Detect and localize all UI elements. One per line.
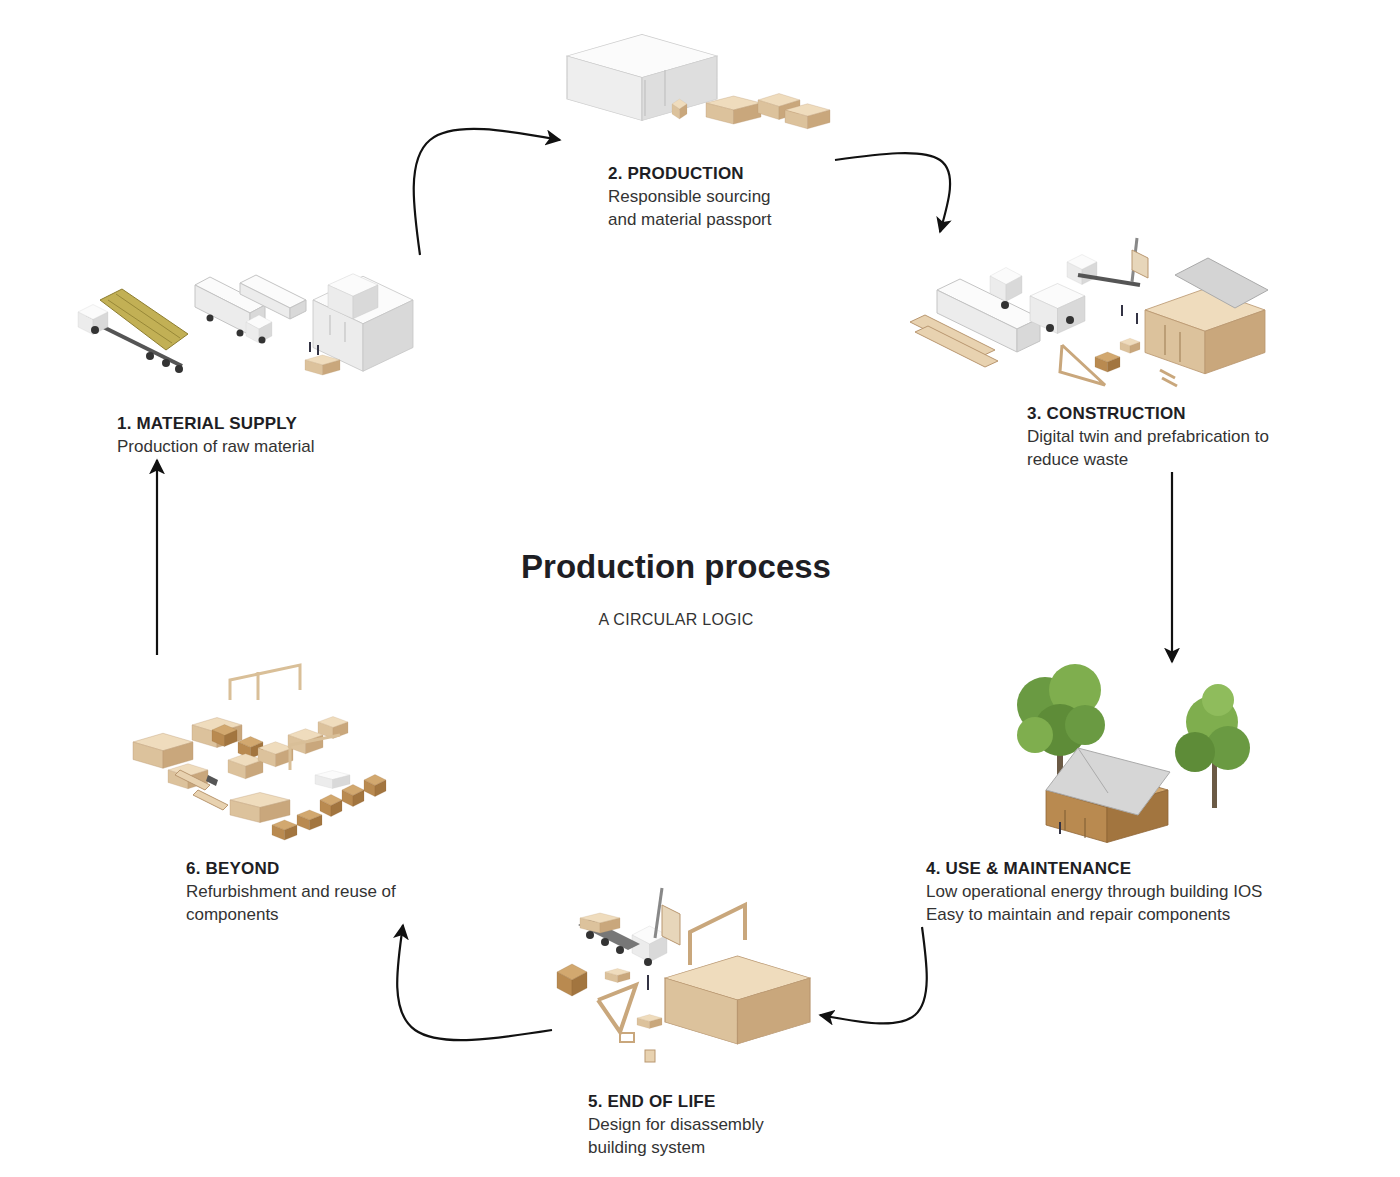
stage-description: Refurbishment and reuse of components (186, 880, 408, 926)
factory-building (328, 274, 378, 319)
production-illustration (567, 35, 830, 129)
stage-text: 4. USE & MAINTENANCELow operational ener… (926, 857, 1298, 926)
truck-cab (246, 315, 272, 343)
stage-node: 3. CONSTRUCTIONDigital twin and prefabri… (905, 232, 1280, 472)
construction-illustration (910, 238, 1268, 386)
truck-trailer (1030, 284, 1085, 334)
stage-heading: 6. BEYOND (186, 857, 408, 880)
stage-text: 2. PRODUCTIONResponsible sourcing and ma… (608, 162, 803, 231)
cycle-arrow (156, 460, 158, 655)
insulation-panel (315, 771, 350, 789)
stage-heading: 2. PRODUCTION (608, 162, 803, 185)
truck-cab (1067, 255, 1097, 285)
cycle-arrow (397, 925, 552, 1040)
timber-panel (580, 913, 620, 933)
stage-node: 5. END OF LIFEDesign for disassembly bui… (552, 882, 820, 1157)
cycle-arrow (820, 927, 927, 1023)
stage-heading: 5. END OF LIFE (588, 1090, 793, 1113)
stage-text: 1. MATERIAL SUPPLYProduction of raw mate… (117, 412, 377, 458)
wood-stack (672, 99, 687, 119)
wall-frame (690, 905, 745, 965)
wood-box (557, 964, 587, 996)
timber-house (665, 956, 810, 1044)
tree-trunk (1212, 760, 1217, 808)
timber-panel (133, 733, 193, 768)
beyond-illustration (133, 665, 386, 840)
diagram-caption: A CIRCULAR LOGIC (426, 609, 926, 631)
use-illustration (1017, 664, 1250, 843)
timber-panel (192, 718, 242, 748)
truck-cab (990, 268, 1022, 302)
timber-panel (785, 104, 830, 129)
timber-panel (706, 96, 761, 124)
stage-text: 6. BEYONDRefurbishment and reuse of comp… (186, 857, 408, 926)
cycle-arrow (835, 153, 950, 232)
stage-description: Design for disassembly building system (588, 1113, 793, 1159)
wood-box (1095, 352, 1120, 372)
stage-node: 4. USE & MAINTENANCELow operational ener… (922, 662, 1297, 927)
stage-heading: 3. CONSTRUCTION (1027, 402, 1289, 425)
stage-node: 2. PRODUCTIONResponsible sourcing and ma… (560, 15, 835, 230)
roof (1175, 258, 1268, 308)
stage-description: Digital twin and prefabrication to reduc… (1027, 425, 1289, 471)
log-bundle (100, 289, 188, 350)
stage-node: 6. BEYONDRefurbishment and reuse of comp… (128, 655, 403, 925)
stage-description: Responsible sourcing and material passpo… (608, 185, 803, 231)
stage-heading: 4. USE & MAINTENANCE (926, 857, 1298, 880)
stage-text: 3. CONSTRUCTIONDigital twin and prefabri… (1027, 402, 1289, 471)
end-of-life-illustration (557, 888, 810, 1062)
diagram-title: Production process (426, 545, 926, 589)
stage-node: 1. MATERIAL SUPPLYProduction of raw mate… (75, 255, 420, 460)
truss (598, 985, 636, 1032)
crane-arm (655, 888, 662, 938)
truck-cab (78, 305, 108, 335)
stage-heading: 1. MATERIAL SUPPLY (117, 412, 377, 435)
warehouse (567, 35, 717, 121)
pallet (305, 355, 340, 375)
roof (1046, 748, 1170, 815)
stage-description: Production of raw material (117, 435, 377, 458)
frame-part (230, 665, 300, 700)
cycle-arrow (1171, 472, 1173, 662)
stage-text: 5. END OF LIFEDesign for disassembly bui… (588, 1090, 793, 1159)
cycle-arrow (414, 129, 560, 255)
material-supply-illustration (78, 274, 413, 375)
stage-description: Low operational energy through building … (926, 880, 1298, 926)
